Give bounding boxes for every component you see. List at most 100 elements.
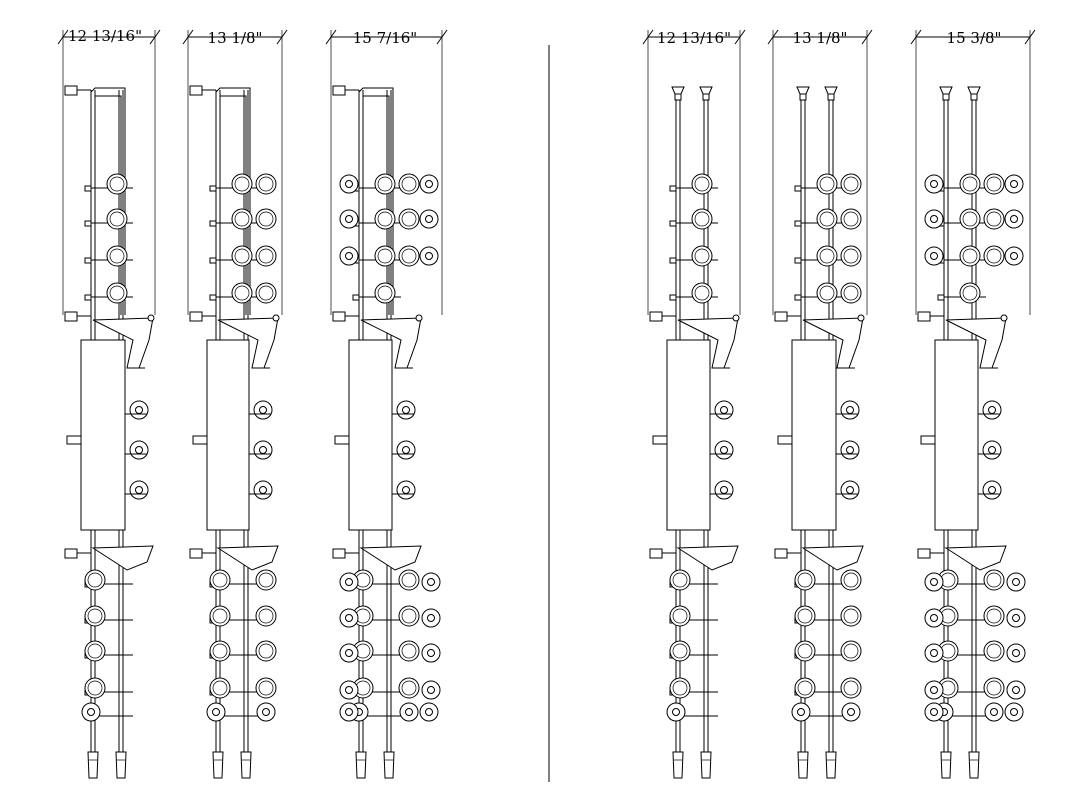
small-ring	[924, 702, 944, 722]
dimension-label-left-1: 12 13/16"	[68, 27, 142, 45]
ring	[983, 640, 1005, 662]
ring	[255, 677, 277, 699]
ring	[983, 605, 1005, 627]
pole-foot	[240, 751, 252, 779]
small-ring	[924, 174, 944, 194]
side-ring	[129, 480, 149, 500]
small-ring	[421, 608, 441, 628]
ring	[840, 173, 862, 195]
ring	[374, 208, 396, 230]
small-ring	[1006, 680, 1026, 700]
side-ring	[714, 400, 734, 420]
pole-foot	[212, 751, 224, 779]
rail-clip	[209, 220, 217, 227]
small-ring	[1004, 702, 1024, 722]
dimension-label-right-2: 13 1/8"	[793, 29, 848, 47]
top-cap-neck	[970, 93, 978, 101]
panel-body	[791, 339, 837, 531]
small-ring	[339, 246, 359, 266]
panel-body	[80, 339, 126, 531]
ring	[840, 208, 862, 230]
small-ring	[421, 680, 441, 700]
rail-clip	[209, 185, 217, 192]
assembly-left-2	[182, 29, 288, 779]
ring	[255, 640, 277, 662]
small-ring	[339, 680, 359, 700]
ring	[398, 569, 420, 591]
side-ring	[840, 480, 860, 500]
ring	[398, 208, 420, 230]
mid-clamp	[332, 311, 346, 322]
top-cap	[796, 86, 810, 95]
ring	[691, 282, 713, 304]
top-clamp	[332, 85, 346, 96]
small-ring	[339, 702, 359, 722]
ring	[84, 605, 106, 627]
rail-clip	[209, 294, 217, 301]
small-ring	[256, 702, 276, 722]
pivot-dot	[732, 314, 740, 322]
ring	[959, 282, 981, 304]
panel-body	[206, 339, 250, 531]
small-ring	[1006, 643, 1026, 663]
small-ring	[924, 246, 944, 266]
pole-foot	[672, 751, 684, 779]
small-ring	[1004, 246, 1024, 266]
rail-clip	[937, 294, 945, 301]
top-cap-neck	[942, 93, 950, 101]
pivot-dot	[272, 314, 280, 322]
ring	[816, 173, 838, 195]
ring	[231, 282, 253, 304]
panel-body	[934, 339, 979, 531]
assembly-right-1	[642, 29, 746, 779]
small-ring	[339, 643, 359, 663]
ring	[816, 208, 838, 230]
pole-foot	[115, 751, 127, 779]
mid-clamp	[649, 311, 663, 322]
ring	[231, 245, 253, 267]
loop-arm	[363, 95, 390, 315]
pole-foot	[968, 751, 980, 779]
lower-clamp	[64, 548, 78, 559]
assembly-left-1	[57, 29, 161, 779]
ring	[106, 173, 128, 195]
small-ring	[924, 608, 944, 628]
ring	[374, 245, 396, 267]
pole-foot	[825, 751, 837, 779]
mid-clamp	[64, 311, 78, 322]
rail-clip	[794, 294, 802, 301]
ring	[794, 605, 816, 627]
side-ring	[982, 400, 1002, 420]
small-ring	[924, 209, 944, 229]
ring	[816, 245, 838, 267]
rail-clip	[84, 185, 92, 192]
lower-bracket-plate	[216, 545, 279, 571]
ring	[255, 245, 277, 267]
ring	[255, 569, 277, 591]
panel-handle	[652, 435, 668, 445]
ring	[255, 605, 277, 627]
small-ring	[419, 174, 439, 194]
panel-body	[666, 339, 711, 531]
ring	[691, 173, 713, 195]
ring	[959, 245, 981, 267]
ring	[209, 677, 231, 699]
rail-clip	[669, 294, 677, 301]
loop-arm	[220, 95, 247, 315]
top-clamp	[189, 85, 203, 96]
ring	[106, 245, 128, 267]
lower-clamp	[332, 548, 346, 559]
rail-clip	[669, 185, 677, 192]
lower-bracket-plate	[359, 545, 422, 571]
ring	[106, 208, 128, 230]
ring	[84, 569, 106, 591]
rail-clip	[794, 185, 802, 192]
assembly-left-3	[325, 29, 448, 779]
side-ring	[253, 480, 273, 500]
small-ring	[666, 702, 686, 722]
small-ring	[1004, 174, 1024, 194]
ring	[398, 677, 420, 699]
small-ring	[419, 209, 439, 229]
panel-handle	[192, 435, 208, 445]
